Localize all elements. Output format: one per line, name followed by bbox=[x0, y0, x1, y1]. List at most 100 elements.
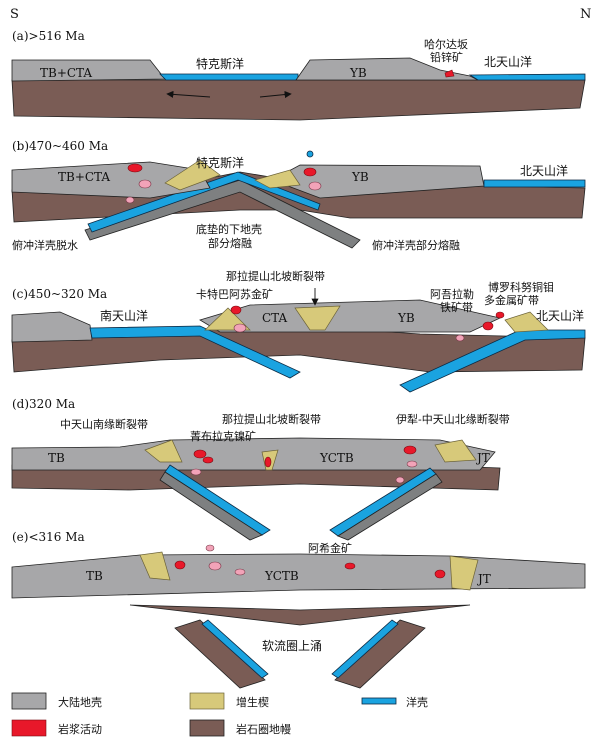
compass-north: N bbox=[580, 7, 591, 22]
magmatism-cluster bbox=[190, 445, 418, 484]
label-tb-cta: TB+CTA bbox=[58, 170, 110, 184]
accretionary-wedge bbox=[139, 551, 171, 581]
extension-arrow-left bbox=[166, 90, 211, 98]
label-south-fault: 中天山南缘断裂带 bbox=[60, 417, 148, 431]
label-asthenosphere-upwelling: 软流圈上涌 bbox=[262, 639, 322, 653]
legend-label: 大陆地壳 bbox=[58, 695, 102, 709]
panel-e: (e)<316 Ma 阿希金矿 TB YCTB JT 软流圈上涌 bbox=[11, 530, 586, 689]
magmatism-cluster bbox=[125, 150, 322, 204]
stage-label: (e)<316 Ma bbox=[12, 530, 85, 544]
magma-body bbox=[495, 311, 505, 319]
magma-body bbox=[125, 196, 135, 204]
legend: 大陆地壳 增生楔 洋壳 岩浆活动 岩石圈地幔 bbox=[11, 692, 428, 737]
accretionary-wedge bbox=[254, 169, 301, 189]
label-lower-crust: 底垫的下地壳 bbox=[196, 222, 262, 236]
magma-body bbox=[395, 476, 405, 484]
fluid-bubble bbox=[306, 150, 314, 158]
subducting-slab bbox=[337, 473, 443, 541]
panel-c: (c)450~320 Ma 那拉提山北坡断裂带 卡特巴阿苏金矿 南天山洋 CTA… bbox=[11, 269, 586, 393]
legend-swatch-accretionary-wedge bbox=[189, 692, 225, 710]
label-metal-belt: 多金属矿带 bbox=[484, 293, 539, 307]
label-yb: YB bbox=[397, 311, 415, 325]
legend-swatch-lithospheric-mantle bbox=[189, 719, 225, 737]
magma-body bbox=[202, 456, 214, 464]
legend-swatch-magmatism bbox=[11, 719, 47, 737]
oceanic-crust bbox=[87, 171, 321, 233]
label-partial-melting: 部分熔融 bbox=[208, 236, 252, 250]
label-tb: TB bbox=[86, 569, 103, 583]
label-tekes-ocean: 特克斯洋 bbox=[196, 56, 244, 71]
extension-arrow-right bbox=[259, 90, 292, 99]
label-cta: CTA bbox=[262, 311, 288, 325]
magma-body bbox=[127, 163, 143, 173]
label-yb: YB bbox=[351, 170, 369, 184]
magma-body bbox=[208, 561, 222, 571]
label-metal-belt: 博罗科努铜钼 bbox=[488, 280, 554, 294]
label-gold-deposit: 阿希金矿 bbox=[308, 541, 352, 555]
continental-crust-tb-cta bbox=[11, 161, 211, 199]
magma-body bbox=[234, 568, 246, 576]
panel-a: (a)>516 Ma TB+CTA 特克斯洋 YB 哈尔达坂 铅锌矿 北天山洋 bbox=[11, 29, 586, 121]
legend-swatch-oceanic-crust bbox=[361, 697, 397, 705]
stage-label: (b)470~460 Ma bbox=[12, 139, 108, 153]
label-gold-deposit: 卡特巴阿苏金矿 bbox=[196, 287, 273, 301]
accretionary-wedge bbox=[144, 439, 183, 463]
continental-crust-yb bbox=[271, 164, 485, 199]
label-jt: JT bbox=[475, 451, 490, 465]
magma-body bbox=[264, 456, 272, 468]
label-slab-dehydration: 俯冲洋壳脱水 bbox=[12, 238, 78, 252]
accretionary-wedge bbox=[449, 555, 479, 591]
accretionary-wedge bbox=[434, 439, 477, 463]
label-yctb: YCTB bbox=[319, 451, 354, 465]
magma-body bbox=[233, 323, 247, 333]
compass-south: S bbox=[10, 7, 19, 22]
lithospheric-mantle bbox=[11, 79, 586, 121]
magma-body bbox=[190, 468, 202, 476]
lithospheric-mantle bbox=[129, 604, 471, 626]
oceanic-crust bbox=[468, 73, 586, 81]
oceanic-crust bbox=[483, 179, 586, 188]
magmatism-cluster bbox=[230, 305, 505, 342]
label-north-tianshan-ocean: 北天山洋 bbox=[520, 163, 568, 178]
label-fault: 那拉提山北坡断裂带 bbox=[222, 412, 321, 426]
deposit-label: 哈尔达坂 bbox=[424, 38, 468, 51]
label-south-tianshan-ocean: 南天山洋 bbox=[100, 308, 148, 323]
magma-body bbox=[455, 334, 465, 342]
label-yb: YB bbox=[349, 66, 367, 80]
magma-body bbox=[406, 460, 418, 468]
oceanic-crust bbox=[201, 619, 269, 679]
label-north-tianshan-ocean: 北天山洋 bbox=[536, 308, 584, 323]
legend-label: 洋壳 bbox=[406, 695, 428, 709]
label-iron-belt: 铁矿带 bbox=[440, 301, 473, 314]
oceanic-crust bbox=[159, 73, 299, 81]
continental-crust-tb bbox=[11, 311, 93, 343]
label-tekes-ocean: 特克斯洋 bbox=[196, 155, 244, 170]
panel-d: (d)320 Ma 中天山南缘断裂带 那拉提山北坡断裂带 伊犁-中天山北缘断裂带… bbox=[11, 397, 510, 541]
detached-lithosphere bbox=[334, 619, 426, 689]
magma-body bbox=[482, 321, 494, 331]
legend-label: 增生楔 bbox=[236, 695, 269, 709]
legend-label: 岩石圈地幔 bbox=[236, 722, 291, 736]
label-fault: 那拉提山北坡断裂带 bbox=[226, 269, 325, 283]
label-tb: TB bbox=[48, 451, 65, 465]
legend-label: 岩浆活动 bbox=[58, 722, 102, 736]
accretionary-wedge bbox=[504, 311, 549, 333]
label-yctb: YCTB bbox=[264, 569, 299, 583]
oceanic-crust bbox=[89, 325, 301, 379]
magma-body bbox=[205, 544, 215, 552]
magma-body bbox=[308, 181, 322, 191]
detached-lithosphere bbox=[174, 619, 266, 689]
label-jt: JT bbox=[476, 572, 491, 586]
legend-swatch-continental-crust bbox=[11, 692, 47, 710]
stage-label: (d)320 Ma bbox=[12, 397, 75, 411]
accretionary-wedge bbox=[164, 159, 221, 191]
magma-body bbox=[193, 449, 207, 459]
label-north-tianshan-ocean: 北天山洋 bbox=[484, 54, 532, 69]
magma-body bbox=[303, 167, 317, 177]
deposit-label: 铅锌矿 bbox=[430, 50, 463, 64]
label-yili-fault: 伊犁-中天山北缘断裂带 bbox=[396, 412, 510, 426]
magma-body bbox=[444, 69, 455, 78]
label-tb-cta: TB+CTA bbox=[40, 66, 92, 80]
stage-label: (c)450~320 Ma bbox=[12, 287, 107, 301]
